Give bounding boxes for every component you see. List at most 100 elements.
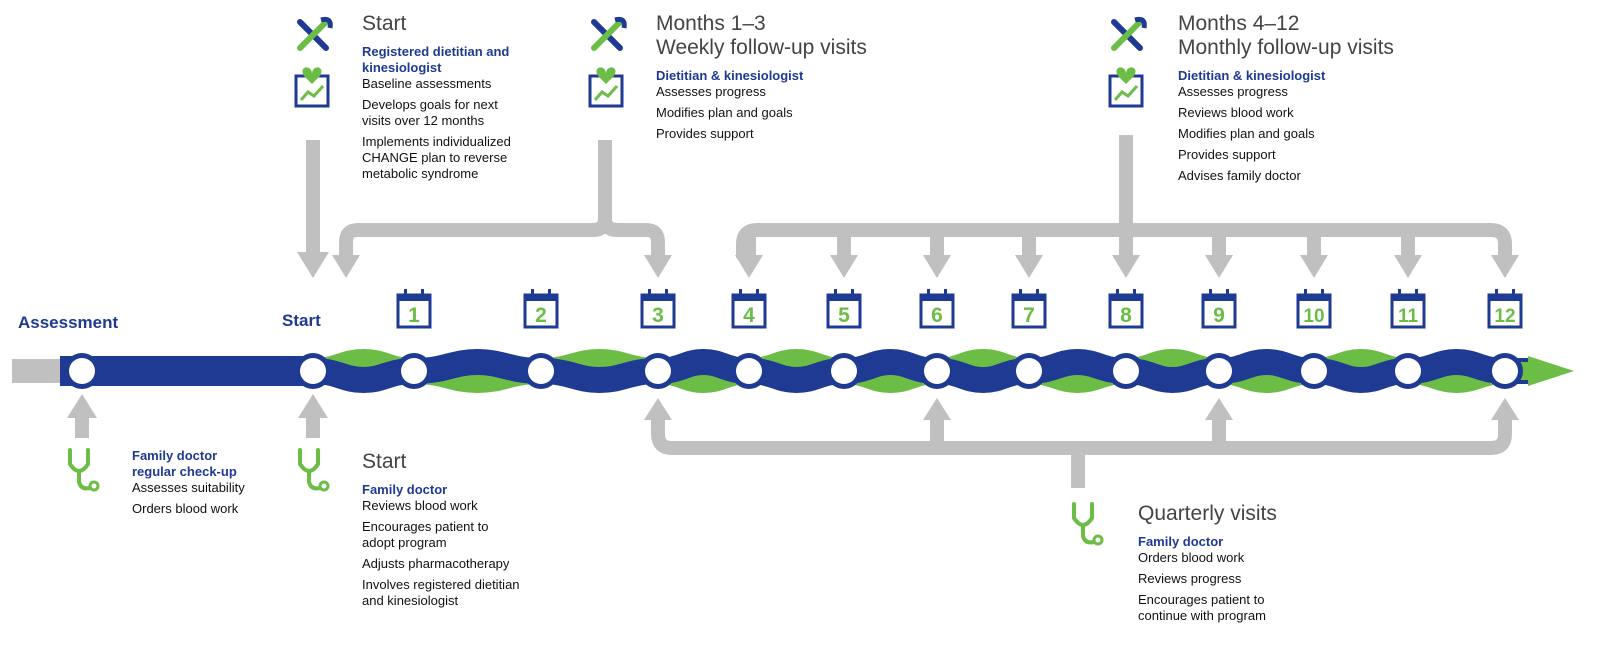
months-1-3-item: Provides support bbox=[656, 126, 754, 141]
timeline-lead-in bbox=[12, 359, 60, 383]
months-4-12-item: Advises family doctor bbox=[1178, 168, 1301, 183]
node-center bbox=[1113, 358, 1139, 384]
month-number: 3 bbox=[652, 304, 664, 327]
start-item: Implements individualized CHANGE plan to… bbox=[362, 134, 511, 181]
month-calendar-icon: 6 bbox=[919, 289, 955, 329]
month-calendar-icon: 9 bbox=[1201, 289, 1237, 329]
start-up-arrow bbox=[298, 394, 328, 438]
node-center bbox=[645, 358, 671, 384]
month-number: 11 bbox=[1398, 306, 1419, 327]
months-4-12-item: Provides support bbox=[1178, 147, 1276, 162]
months-1-3-subtitle: Weekly follow-up visits bbox=[656, 36, 867, 59]
month-number: 6 bbox=[931, 304, 943, 327]
start-item: Develops goals for next visits over 12 m… bbox=[362, 97, 498, 128]
checkup-up-arrow bbox=[67, 394, 97, 438]
top-icons bbox=[294, 16, 1147, 108]
bottom-start-item: Adjusts pharmacotherapy bbox=[362, 556, 510, 571]
start-item: Baseline assessments bbox=[362, 76, 492, 91]
months-1-3-item: Assesses progress bbox=[656, 84, 766, 99]
stethoscope-icon bbox=[298, 448, 330, 492]
node-center bbox=[736, 358, 762, 384]
family-checkup-role-2: regular check-up bbox=[132, 464, 237, 479]
bottom-start-item: Involves registered dietitian and kinesi… bbox=[362, 577, 520, 608]
month-calendar-icon: 12 bbox=[1487, 289, 1523, 329]
family-checkup-item: Orders blood work bbox=[132, 501, 239, 516]
months-4-12-item: Reviews blood work bbox=[1178, 105, 1294, 120]
node-center bbox=[924, 358, 950, 384]
start-title: Start bbox=[362, 12, 407, 35]
months-1-3-title: Months 1–3 bbox=[656, 12, 766, 35]
months-4-12-arrowheads bbox=[735, 230, 1519, 278]
timeline-end-arrow bbox=[1528, 356, 1574, 386]
quarterly-item: Orders blood work bbox=[1138, 550, 1245, 565]
months-1-3-bracket bbox=[339, 140, 665, 258]
family-checkup-role: Family doctor bbox=[132, 448, 218, 463]
node-center bbox=[1016, 358, 1042, 384]
months-4-12-item: Modifies plan and goals bbox=[1178, 126, 1315, 141]
month-calendar-icon: 2 bbox=[523, 289, 559, 329]
quarterly-item: Reviews progress bbox=[1138, 571, 1242, 586]
stethoscope-icon bbox=[68, 448, 100, 492]
month-calendar-icon: 7 bbox=[1011, 289, 1047, 329]
quarterly-block: Quarterly visits Family doctor Orders bl… bbox=[1138, 502, 1378, 629]
month-number: 7 bbox=[1023, 304, 1035, 327]
month-calendar-icon: 10 bbox=[1296, 289, 1332, 329]
month-number: 12 bbox=[1494, 306, 1515, 327]
quarterly-bracket bbox=[651, 410, 1512, 488]
fork-knife-icon bbox=[297, 16, 333, 51]
month-number: 9 bbox=[1213, 304, 1225, 327]
month-calendar-icon: 3 bbox=[640, 289, 676, 329]
start-care-block: Start Registered dietitian and kinesiolo… bbox=[362, 12, 552, 187]
month-number: 10 bbox=[1303, 306, 1324, 327]
quarterly-title: Quarterly visits bbox=[1138, 502, 1277, 525]
month-number: 1 bbox=[408, 304, 420, 327]
months-4-12-role: Dietitian & kinesiologist bbox=[1178, 68, 1326, 83]
node-center bbox=[1492, 358, 1518, 384]
node-center bbox=[1395, 358, 1421, 384]
quarterly-item: Encourages patient to continue with prog… bbox=[1138, 592, 1266, 623]
months-1-3-item: Modifies plan and goals bbox=[656, 105, 793, 120]
node-center bbox=[528, 358, 554, 384]
start-label: Start bbox=[282, 311, 321, 330]
start-down-arrow bbox=[297, 140, 329, 278]
fork-knife-icon bbox=[591, 16, 627, 51]
month-calendar-icon: 11 bbox=[1390, 289, 1426, 329]
stethoscope-icon bbox=[1072, 502, 1104, 546]
family-checkup-item: Assesses suitability bbox=[132, 480, 245, 495]
month-number: 4 bbox=[743, 304, 755, 327]
node-center bbox=[831, 358, 857, 384]
bottom-start-item: Reviews blood work bbox=[362, 498, 478, 513]
months-4-12-item: Assesses progress bbox=[1178, 84, 1288, 99]
month-calendar-icon: 8 bbox=[1108, 289, 1144, 329]
bottom-start-title: Start bbox=[362, 450, 407, 473]
start-family-doctor-block: Start Family doctor Reviews blood work E… bbox=[362, 450, 562, 614]
node-center bbox=[1206, 358, 1232, 384]
bottom-start-item: Encourages patient to adopt program bbox=[362, 519, 489, 550]
months-4-12-subtitle: Monthly follow-up visits bbox=[1178, 36, 1394, 59]
family-checkup-block: Family doctor regular check-up Assesses … bbox=[132, 448, 292, 522]
months-1-3-role: Dietitian & kinesiologist bbox=[656, 68, 804, 83]
stethoscope-icons bbox=[68, 448, 1104, 546]
quarterly-arrowheads bbox=[644, 398, 1519, 420]
start-role: Registered dietitian and kinesiologist bbox=[362, 44, 510, 75]
month-number: 8 bbox=[1120, 304, 1132, 327]
fork-knife-icon bbox=[1111, 16, 1147, 51]
month-number: 2 bbox=[535, 304, 547, 327]
health-chart-icon bbox=[1108, 67, 1144, 108]
months-1-3-block: Months 1–3 Weekly follow-up visits Dieti… bbox=[656, 12, 936, 147]
month-calendar-icon: 5 bbox=[826, 289, 862, 329]
bottom-start-role: Family doctor bbox=[362, 482, 448, 497]
month-calendar-icon: 4 bbox=[731, 289, 767, 329]
node-center bbox=[401, 358, 427, 384]
assessment-label: Assessment bbox=[18, 313, 119, 332]
health-chart-icon bbox=[294, 67, 330, 108]
months-4-12-block: Months 4–12 Monthly follow-up visits Die… bbox=[1178, 12, 1478, 189]
timeline-nodes bbox=[64, 353, 1523, 389]
months-4-12-title: Months 4–12 bbox=[1178, 12, 1300, 35]
node-center bbox=[69, 358, 95, 384]
node-center bbox=[1301, 358, 1327, 384]
months-1-3-arrowheads bbox=[332, 255, 672, 278]
month-number: 5 bbox=[838, 304, 850, 327]
